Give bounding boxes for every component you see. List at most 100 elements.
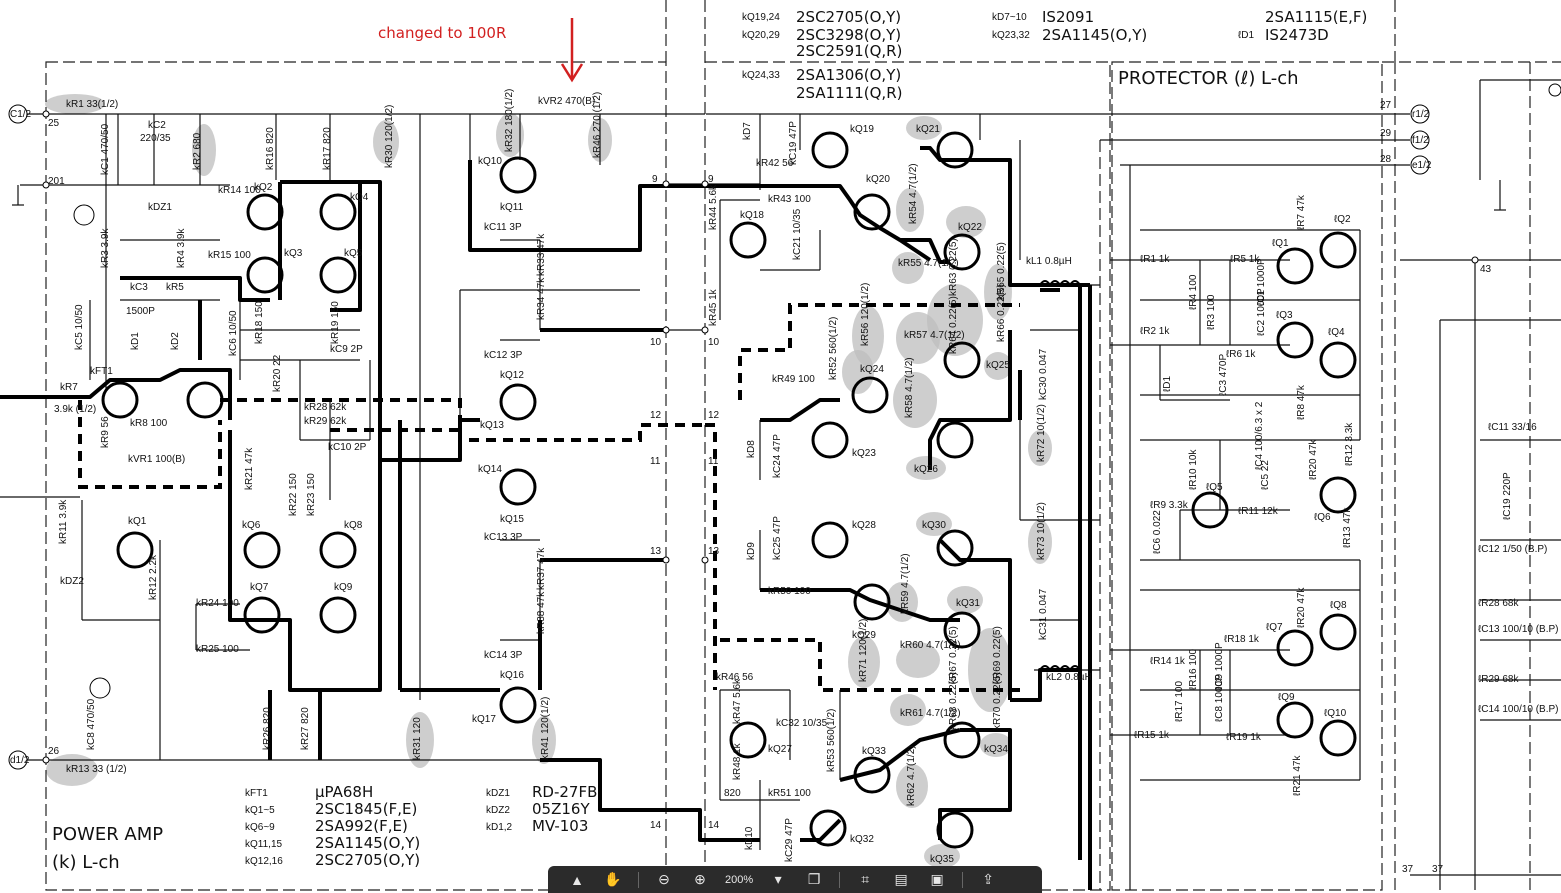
schematic-shape: [701, 180, 709, 188]
crop-icon[interactable]: ⌗: [861, 871, 870, 887]
label-lc13: ℓC13 100/10 (B.P): [1478, 624, 1559, 635]
transistor-kQ18: [729, 221, 767, 259]
transistor-lQ1: [1276, 247, 1314, 285]
label-kq18: kQ18: [740, 210, 764, 221]
label-kc10: kC10 2P: [328, 442, 367, 453]
label-kr31: kR31 120: [412, 717, 423, 760]
label-n13b: 13: [708, 546, 720, 557]
label-kr13: kR13 33 (1/2): [66, 764, 127, 775]
label-lr2: ℓR2 1k: [1140, 326, 1170, 337]
label-kc24: kC24 47P: [772, 434, 783, 478]
label-kq2: kQ2: [254, 182, 273, 193]
label-kr23: kR23 150: [306, 473, 317, 516]
transistor-kQ7: [243, 596, 281, 634]
transistor-lQ5: [1191, 491, 1229, 529]
label-kr71: kR71 120(1/2): [858, 619, 869, 682]
label-kft1: kFT1: [90, 366, 113, 377]
label-lq5: ℓQ5: [1206, 482, 1223, 493]
label-kc31: kC31 0.047: [1038, 588, 1049, 640]
transistor-kQ12: [499, 383, 537, 421]
chevron-down-icon[interactable]: ▾: [774, 871, 782, 887]
cursor-icon[interactable]: ▲: [570, 871, 584, 888]
document-icon[interactable]: ▤: [894, 871, 908, 887]
label-1: 2SC3298(O,Y): [796, 26, 901, 44]
label-kq13: kQ13: [480, 420, 504, 431]
transistor-kQ32: [809, 809, 847, 847]
annotation-text: changed to 100R: [378, 24, 506, 42]
label-kvr2: kVR2 470(B): [538, 96, 595, 107]
label-lq7: ℓQ7: [1266, 622, 1283, 633]
zoom-in-icon[interactable]: ⊕: [694, 871, 706, 887]
label-kr68: kR68 0.22(5): [948, 672, 959, 730]
label-kq14: kQ14: [478, 464, 502, 475]
label-1: 2SC1845(F,E): [315, 800, 417, 818]
label-kq21: kQ21: [916, 124, 940, 135]
transistor-lQ4: [1319, 341, 1357, 379]
schematic-shape: [924, 844, 960, 868]
label-1: 2SA1111(Q,R): [796, 84, 902, 102]
transistor-kQ2: [246, 193, 284, 231]
share-icon[interactable]: ⇪: [982, 871, 994, 887]
inductor-symbols: [1039, 280, 1081, 672]
transistor-kQ4: [319, 193, 357, 231]
label-4: ℓD1: [1238, 30, 1254, 41]
label-n14b: 14: [708, 820, 720, 831]
label-kr29: kR29 62k: [304, 416, 347, 427]
label-kd7: kD7: [742, 122, 753, 140]
hand-icon[interactable]: ✋: [604, 871, 622, 887]
label-1: RD-27FB: [532, 783, 597, 801]
label-kl1: kL1 0.8µH: [1026, 256, 1072, 267]
label-lr5: ℓR5 1k: [1230, 254, 1260, 265]
transistor-lQ2: [1319, 231, 1357, 269]
schematic-shape: [1028, 430, 1052, 466]
label-kr12: kR12 2.2k: [148, 554, 159, 600]
label-lc8: ℓC8 1000P: [1214, 674, 1225, 722]
label-kr11: kR11 3.9k: [58, 499, 69, 544]
zoom-out-icon[interactable]: ⊖: [658, 871, 670, 887]
label-lr20: ℓR20 47k: [1308, 439, 1319, 480]
label-kq31: kQ31: [956, 598, 980, 609]
label-kq26: kQ26: [914, 464, 938, 475]
transistor-lQ9: [1276, 701, 1314, 739]
schematic-shape: [8, 104, 28, 124]
transistor-kFT1a: [101, 381, 139, 419]
label-kc1: kC1 470/50: [100, 123, 111, 175]
image-icon[interactable]: ▣: [930, 871, 944, 887]
label-kc8: kC8 470/50: [86, 698, 97, 750]
label-lc6: ℓC6 0.022: [1152, 510, 1163, 554]
transistor-kQ30: [936, 529, 974, 567]
label-kq30: kQ30: [922, 520, 946, 531]
label-kd1: kD1: [130, 332, 141, 350]
dashed-signal-path: [78, 303, 1020, 692]
label-kq5: kQ5: [344, 248, 363, 259]
label-kr21: kR21 47k: [244, 447, 255, 490]
label-kl2: kL2 0.8µH: [1046, 672, 1092, 683]
copy-icon[interactable]: ❐: [807, 871, 821, 887]
transistor-kQ28: [811, 521, 849, 559]
label-r29: f1/2: [1412, 135, 1429, 146]
label-kq6: kQ6: [242, 520, 261, 531]
label-lr29: ℓR29 68k: [1478, 674, 1519, 685]
label-kr45: kR45 1k: [708, 288, 719, 326]
label-kr48: kR48 1k: [732, 742, 743, 780]
label-kr47: kR47 5.6k: [732, 678, 743, 724]
label-lq3: ℓQ3: [1276, 310, 1293, 321]
transistor-kQ5: [319, 256, 357, 294]
label-1: 2SC2591(Q,R): [796, 42, 902, 60]
label-kr7v: 3.9k (1/2): [54, 404, 96, 415]
transistor-kQ14: [499, 468, 537, 506]
label-kr72: kR72 10(1/2): [1036, 404, 1047, 462]
transistor-lQ6: [1319, 476, 1357, 514]
label-lr4: ℓR4 100: [1188, 274, 1199, 310]
label-kr55: kR55 4.7(1/2): [898, 258, 959, 269]
transistor-kQ16: [499, 686, 537, 724]
zoom-level[interactable]: 200%: [725, 873, 754, 886]
label-lr12: ℓR12 3.3k: [1344, 422, 1355, 466]
schematic-shape: [42, 110, 50, 118]
schematic-shape: [896, 312, 940, 364]
label-n43: 43: [1480, 264, 1492, 275]
label-0: kQ24,33: [742, 70, 780, 81]
label-kr61: kR61 4.7(1/2): [900, 708, 961, 719]
schematic-shape: [45, 94, 105, 114]
label-kr54: kR54 4.7(1/2): [908, 163, 919, 224]
